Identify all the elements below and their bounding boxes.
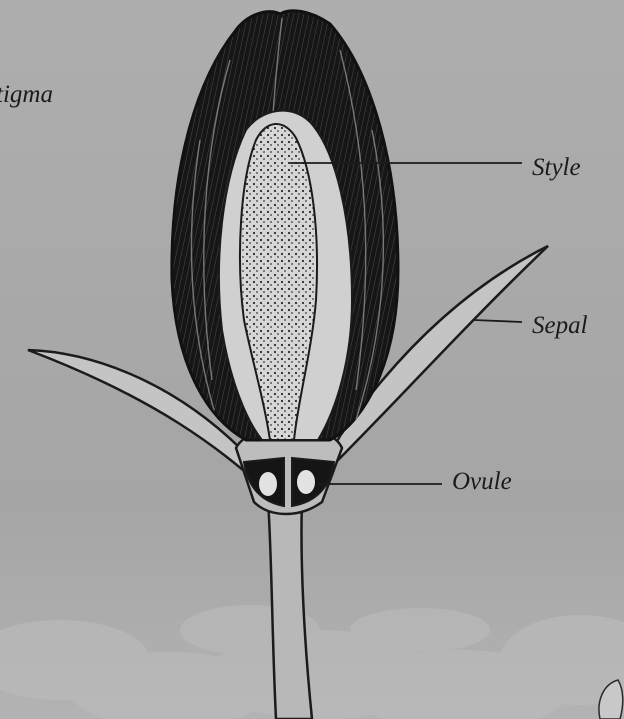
label-ovule: Ovule (452, 469, 512, 494)
label-stigma: tigma (0, 82, 53, 107)
label-style: Style (532, 155, 581, 180)
label-sepal: Sepal (532, 313, 588, 338)
